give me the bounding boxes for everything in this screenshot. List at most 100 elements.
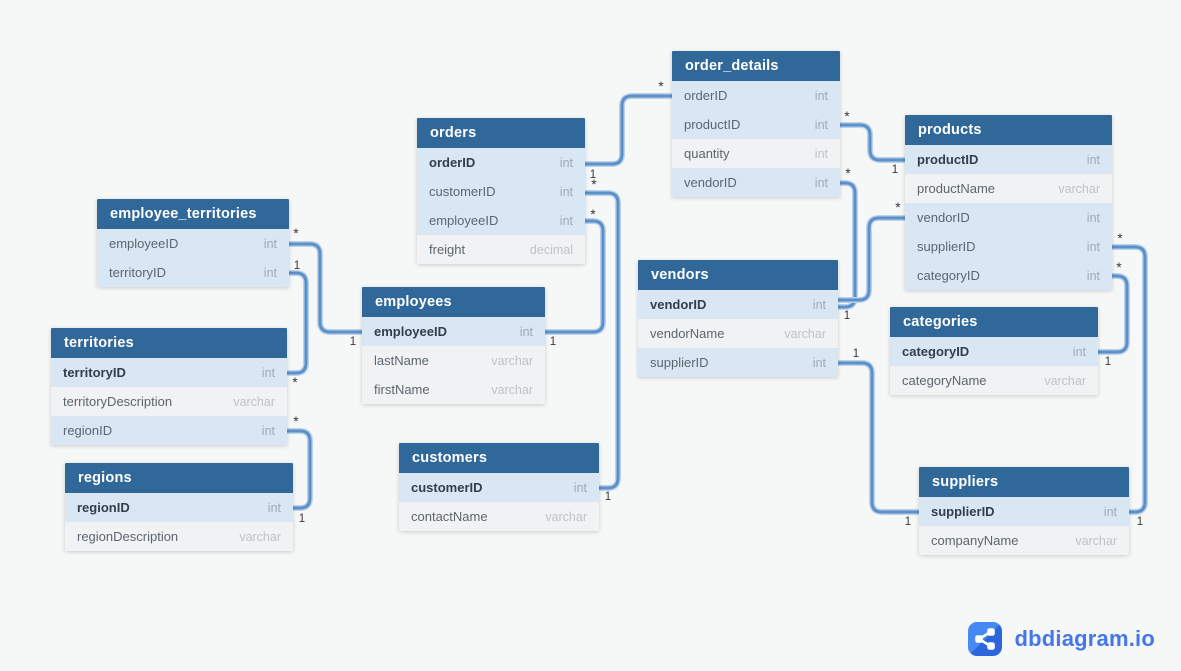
relationship-wire-orders-orderID_order_details-orderID[interactable]	[582, 94, 675, 166]
column-type: varchar	[491, 353, 533, 368]
table-header-suppliers[interactable]: suppliers	[919, 467, 1129, 497]
column-type: varchar	[1044, 373, 1086, 388]
cardinality-marker: *	[293, 413, 299, 429]
table-header-order_details[interactable]: order_details	[672, 51, 840, 81]
column-name: employeeID	[109, 236, 179, 251]
relationship-wire-employee_territories-territoryID_territories-territoryID[interactable]	[286, 271, 308, 375]
relationship-wire-order_details-vendorID_vendors-vendorID[interactable]	[837, 181, 857, 309]
relationship-wire-products-supplierID_suppliers-supplierID[interactable]	[1109, 245, 1147, 514]
column-type: int	[559, 213, 573, 228]
cardinality-marker: *	[1117, 230, 1123, 246]
column-name: employeeID	[374, 324, 447, 339]
relationship-wire-territories-regionID_regions-regionID[interactable]	[284, 429, 312, 510]
table-header-territories[interactable]: territories	[51, 328, 287, 358]
column-name: orderID	[684, 88, 728, 103]
table-header-orders[interactable]: orders	[417, 118, 585, 148]
relationship-wire-vendors-supplierID_suppliers-supplierID[interactable]	[835, 361, 922, 514]
table-header-regions[interactable]: regions	[65, 463, 293, 493]
cardinality-marker: *	[845, 165, 851, 181]
dbdiagram-logo[interactable]: dbdiagram.io	[967, 621, 1155, 657]
column-type: varchar	[491, 382, 533, 397]
cardinality-marker: *	[895, 199, 901, 215]
table-header-customers[interactable]: customers	[399, 443, 599, 473]
cardinality-marker: 1	[294, 260, 300, 272]
relationship-wire-products-categoryID_categories-categoryID[interactable]	[1095, 274, 1129, 354]
relationship-wire-products-vendorID_vendors-vendorID[interactable]	[837, 216, 908, 302]
table-header-employees[interactable]: employees	[362, 287, 545, 317]
relationship-wire-employee_territories-employeeID_employees-employeeID[interactable]	[286, 242, 365, 334]
column-type: int	[559, 184, 573, 199]
table-header-employee_territories[interactable]: employee_territories	[97, 199, 289, 229]
column-name: supplierID	[650, 355, 709, 370]
column-name: productID	[917, 152, 979, 167]
column-type: int	[1086, 210, 1100, 225]
cardinality-marker: 1	[350, 336, 356, 348]
column-name: customerID	[411, 480, 483, 495]
relationship-wire-halo	[836, 180, 858, 310]
column-name: companyName	[931, 533, 1019, 548]
relationship-wire-halo	[836, 122, 909, 163]
table-header-categories[interactable]: categories	[890, 307, 1098, 337]
relationship-wire-orders-customerID_customers-customerID[interactable]	[582, 191, 620, 490]
relationship-wire-halo	[285, 241, 366, 335]
column-name: territoryDescription	[63, 394, 173, 409]
relationship-wire-order_details-productID_products-productID[interactable]	[837, 123, 908, 162]
column-type: int	[814, 175, 828, 190]
column-type: varchar	[784, 326, 826, 341]
table-header-vendors[interactable]: vendors	[638, 260, 838, 290]
cardinality-marker: *	[591, 176, 597, 192]
table-header-products[interactable]: products	[905, 115, 1112, 145]
relationship-wire-halo	[581, 93, 676, 167]
column-type: int	[559, 155, 573, 170]
column-name: supplierID	[931, 504, 995, 519]
column-name: productName	[917, 181, 996, 196]
cardinality-marker: *	[658, 78, 664, 94]
relationship-wire-orders-employeeID_employees-employeeID[interactable]	[544, 219, 605, 334]
column-name: vendorID	[650, 297, 707, 312]
